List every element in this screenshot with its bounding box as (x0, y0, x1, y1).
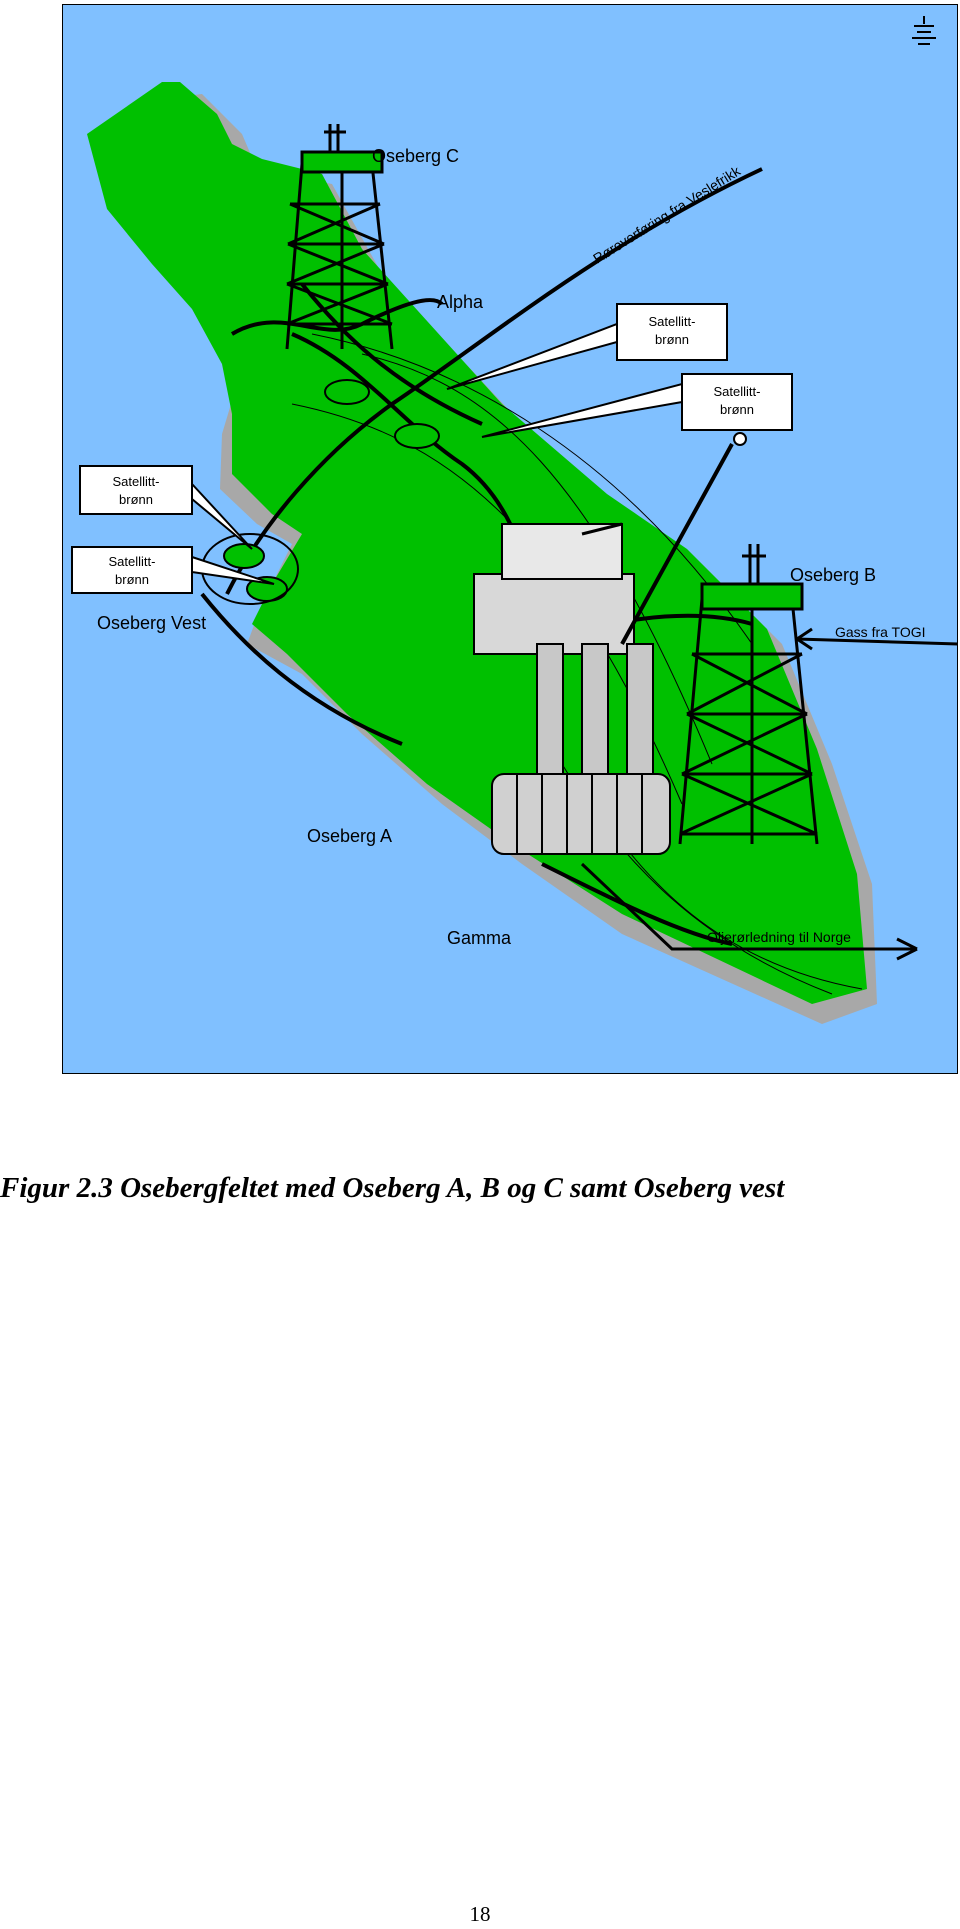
label-oseberg-vest: Oseberg Vest (97, 613, 206, 633)
svg-text:brønn: brønn (720, 402, 754, 417)
satellite-box-3: Satellitt- brønn (79, 465, 193, 515)
label-oseberg-c: Oseberg C (372, 146, 459, 166)
svg-text:Satellitt-: Satellitt- (113, 474, 160, 489)
figure-caption: Figur 2.3 Osebergfeltet med Oseberg A, B… (0, 1172, 785, 1204)
label-gas-pipe: Gass fra TOGI (835, 624, 926, 640)
satellite-wells (223, 379, 440, 602)
satellite-well-alpha-1 (324, 379, 370, 405)
satellite-well-vest-1 (223, 543, 265, 569)
page-number: 18 (469, 1902, 491, 1926)
field-diagram: Satellitt- brønn Satellitt- brønn Satell… (61, 3, 959, 1075)
svg-text:brønn: brønn (119, 492, 153, 507)
oseberg-c-platform (285, 124, 394, 350)
satellite-box-1: Satellitt- brønn (616, 303, 728, 361)
svg-text:Satellitt-: Satellitt- (714, 384, 761, 399)
svg-text:brønn: brønn (655, 332, 689, 347)
label-oil-pipe: Oljerørledning til Norge (707, 929, 851, 945)
label-oseberg-b: Oseberg B (790, 565, 876, 585)
gas-pipeline-arrow (796, 627, 959, 651)
oil-pipeline-arrow (580, 862, 918, 961)
logo-icon (912, 16, 936, 45)
label-alpha: Alpha (437, 292, 484, 312)
svg-text:Satellitt-: Satellitt- (109, 554, 156, 569)
oseberg-field-figure: Satellitt- brønn Satellitt- brønn Satell… (61, 3, 959, 1075)
satellite-well-alpha-2 (394, 423, 440, 449)
svg-text:brønn: brønn (115, 572, 149, 587)
svg-text:Satellitt-: Satellitt- (649, 314, 696, 329)
callouts (191, 322, 683, 585)
label-gamma: Gamma (447, 928, 512, 948)
oseberg-b-platform (678, 544, 819, 845)
oseberg-field-area (87, 82, 867, 1004)
oseberg-a-platform (473, 432, 747, 855)
satellite-box-2: Satellitt- brønn (681, 373, 793, 431)
satellite-box-4: Satellitt- brønn (71, 546, 193, 594)
label-oseberg-a: Oseberg A (307, 826, 392, 846)
